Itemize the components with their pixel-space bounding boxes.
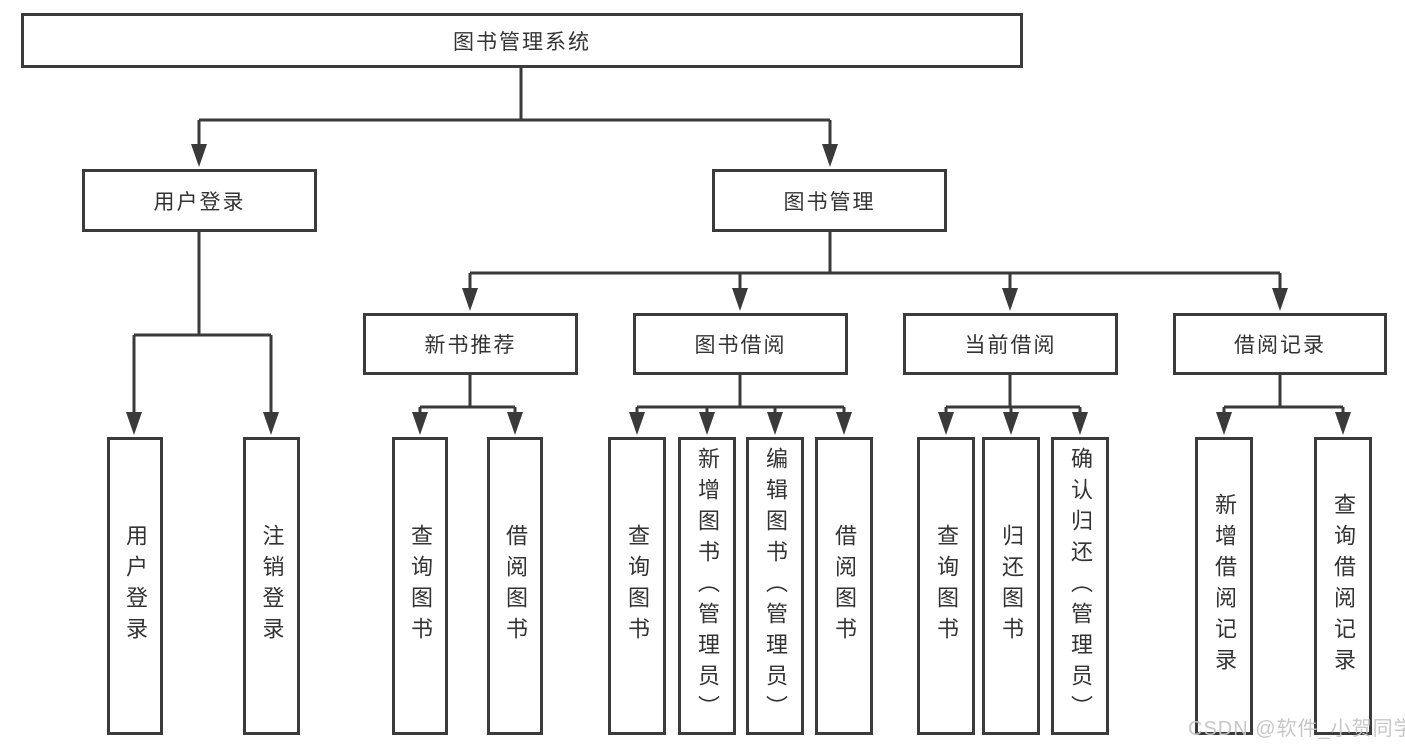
leaf-logout-login: 注销登录 [243, 437, 300, 735]
node-user-login-label: 用户登录 [153, 190, 246, 214]
arrow-down-icon [191, 144, 207, 167]
leaf-label: 新增借阅记录 [1212, 493, 1237, 679]
leaf-label: 新增图书（管理员） [695, 446, 720, 726]
arrow-down-icon [1002, 288, 1018, 311]
node-book-borrowing-label: 图书借阅 [694, 334, 787, 357]
watermark-text: CSDN @软件_小贺同学 [1188, 718, 1405, 740]
node-new-book-recommend-label: 新书推荐 [424, 334, 517, 357]
leaf-label: 注销登录 [259, 524, 285, 648]
node-root-label: 图书管理系统 [453, 30, 591, 54]
arrow-down-icon [1272, 288, 1288, 311]
leaf-add-books-admin: 新增图书（管理员） [678, 437, 736, 735]
leaf-edit-books-admin: 编辑图书（管理员） [746, 437, 804, 735]
arrow-down-icon [462, 288, 478, 311]
arrow-down-icon [1003, 412, 1019, 435]
arrow-down-icon [822, 144, 838, 167]
arrow-down-icon [699, 412, 715, 435]
leaf-label: 查询借阅记录 [1331, 493, 1356, 679]
arrow-down-icon [263, 412, 279, 435]
leaf-label: 借阅图书 [503, 524, 528, 648]
node-book-borrowing: 图书借阅 [633, 313, 848, 375]
arrow-down-icon [1072, 412, 1088, 435]
leaf-label: 确认归还（管理员） [1068, 446, 1093, 726]
node-book-management: 图书管理 [712, 169, 947, 232]
arrowheads [126, 144, 1351, 435]
node-borrowing-records-label: 借阅记录 [1234, 334, 1326, 357]
node-borrowing-records: 借阅记录 [1173, 313, 1387, 375]
leaf-confirm-return-admin: 确认归还（管理员） [1051, 437, 1109, 735]
leaf-user-login: 用户登录 [107, 437, 163, 735]
leaf-label: 用户登录 [123, 524, 148, 648]
leaf-borrow-books-borrowing: 借阅图书 [815, 437, 873, 735]
node-root: 图书管理系统 [21, 13, 1023, 68]
leaf-query-books-borrowing: 查询图书 [608, 437, 666, 735]
arrow-down-icon [1216, 412, 1232, 435]
node-current-borrowing: 当前借阅 [903, 313, 1118, 375]
node-new-book-recommend: 新书推荐 [363, 313, 578, 375]
arrow-down-icon [126, 412, 142, 435]
arrow-down-icon [1335, 412, 1351, 435]
leaf-label: 查询图书 [934, 524, 959, 648]
arrow-down-icon [412, 412, 428, 435]
leaf-query-books-recommend: 查询图书 [392, 437, 448, 735]
arrow-down-icon [767, 412, 783, 435]
leaf-return-books: 归还图书 [982, 437, 1040, 735]
arrow-down-icon [938, 412, 954, 435]
arrow-down-icon [507, 412, 523, 435]
leaf-label: 归还图书 [999, 524, 1024, 648]
leaf-label: 借阅图书 [832, 524, 857, 648]
leaf-query-borrow-record: 查询借阅记录 [1314, 437, 1372, 735]
leaf-query-books-current: 查询图书 [917, 437, 975, 735]
node-user-login: 用户登录 [82, 169, 317, 232]
leaf-borrow-books-recommend: 借阅图书 [487, 437, 543, 735]
node-current-borrowing-label: 当前借阅 [964, 334, 1057, 357]
leaf-label: 查询图书 [408, 524, 433, 648]
arrow-down-icon [836, 412, 852, 435]
leaf-add-borrow-record: 新增借阅记录 [1195, 437, 1253, 735]
leaf-label: 查询图书 [625, 524, 650, 648]
arrow-down-icon [629, 412, 645, 435]
node-book-management-label: 图书管理 [783, 190, 876, 214]
arrow-down-icon [732, 288, 748, 311]
leaf-label: 编辑图书（管理员） [763, 446, 788, 726]
